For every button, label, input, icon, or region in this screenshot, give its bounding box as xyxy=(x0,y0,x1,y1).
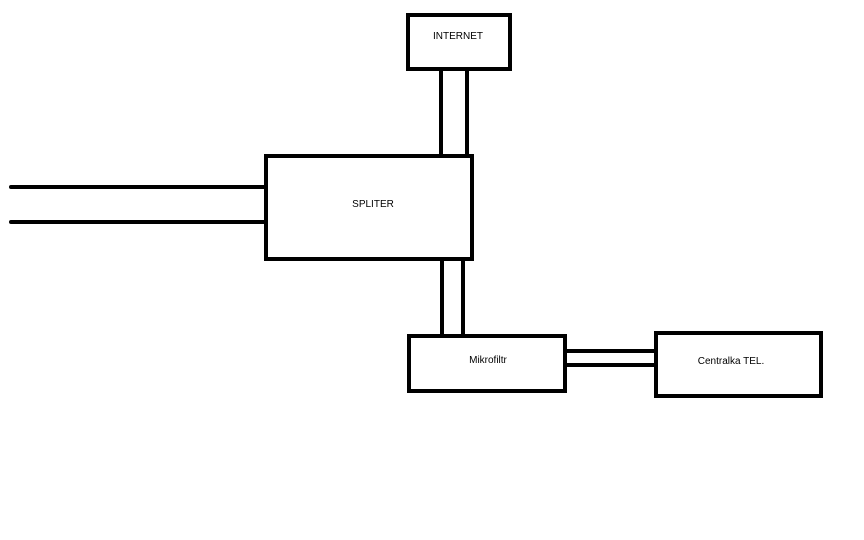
spliter-box-label: SPLITER xyxy=(352,199,394,210)
centralka-box-outline xyxy=(654,331,823,398)
spliter-box: SPLITER xyxy=(264,154,474,261)
internet-box-label: INTERNET xyxy=(433,31,483,42)
spliter-mikrofiltr-connection xyxy=(440,259,465,336)
internet-box-outline xyxy=(406,13,512,71)
centralka-box: Centralka TEL. xyxy=(654,331,823,398)
mikrofiltr-box: Mikrofiltr xyxy=(407,334,567,393)
internet-box: INTERNET xyxy=(406,13,512,71)
incoming-line xyxy=(9,185,268,224)
spliter-box-outline xyxy=(264,154,474,261)
mikrofiltr-centralka-connection xyxy=(565,349,655,367)
mikrofiltr-box-outline xyxy=(407,334,567,393)
spliter-internet-connection xyxy=(439,69,469,156)
mikrofiltr-box-label: Mikrofiltr xyxy=(469,355,507,366)
centralka-box-label: Centralka TEL. xyxy=(698,356,765,367)
